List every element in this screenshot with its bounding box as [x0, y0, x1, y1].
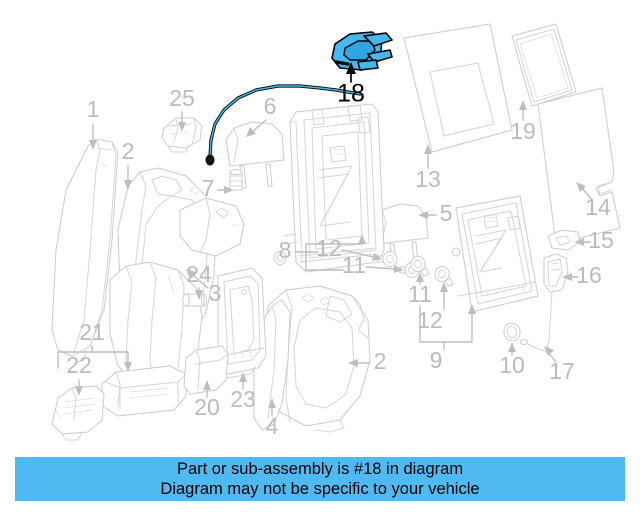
part-latch-16	[543, 253, 569, 293]
notice-banner: Part or sub-assembly is #18 in diagram D…	[15, 457, 625, 501]
callout-18-leader	[346, 62, 356, 83]
notice-line-1: Part or sub-assembly is #18 in diagram	[176, 460, 464, 478]
part-bushing-7	[229, 168, 243, 191]
part-trim-panel-14	[537, 87, 621, 245]
part-seat-back-trim	[179, 197, 245, 257]
highlighted-part-18	[205, 31, 393, 166]
callout-label-7: 7	[202, 175, 215, 201]
part-bushing-24	[182, 293, 208, 307]
callout-label-2a: 2	[122, 138, 135, 164]
part-head-restraint-6	[225, 121, 285, 189]
callout-label-12b: 12	[417, 307, 443, 333]
callout-label-18: 18	[337, 80, 365, 108]
callout-label-23: 23	[230, 386, 256, 412]
part-seat-frame-9	[451, 195, 539, 313]
part-fastener-12a	[377, 251, 398, 267]
callout-label-11b: 11	[408, 281, 432, 307]
callout-label-17: 17	[549, 358, 575, 384]
callout-leaders	[57, 100, 593, 417]
callout-label-19: 19	[510, 118, 536, 144]
part-fastener-11b	[410, 256, 430, 277]
callout-label-2b: 2	[374, 348, 387, 374]
part-seat-back-2b	[263, 285, 371, 433]
callout-label-5: 5	[440, 200, 453, 226]
callout-label-25: 25	[169, 85, 195, 111]
callout-label-15: 15	[588, 227, 614, 253]
part-cable-17	[520, 291, 553, 353]
part-panel-20	[183, 345, 229, 395]
callout-label-4: 4	[266, 413, 279, 439]
part-vent-tray-22	[51, 385, 105, 441]
callout-label-16: 16	[576, 262, 602, 288]
callout-label-20: 20	[194, 394, 220, 420]
callout-label-3: 3	[209, 280, 222, 306]
callout-label-14: 14	[585, 194, 611, 220]
part-washer-10	[503, 322, 521, 342]
notice-line-2: Diagram may not be specific to your vehi…	[160, 480, 480, 498]
callout-label-13: 13	[415, 166, 441, 192]
part-panel-23	[217, 267, 267, 379]
callout-label-24: 24	[186, 261, 212, 287]
part-trim-panel-13	[403, 23, 513, 153]
part-fastener-left-group	[273, 251, 287, 265]
diagram-canvas: 1 2 25 6 7 18 13 19 14 5 15 16 8 12 11 1…	[51, 23, 621, 441]
callout-label-21: 21	[79, 319, 105, 345]
part-frame-19	[511, 23, 577, 107]
part-guide-bezel-25	[161, 117, 203, 153]
part-cover-15	[547, 229, 581, 251]
callout-label-1: 1	[87, 96, 100, 122]
callout-label-6: 6	[264, 93, 277, 119]
callout-label-22: 22	[66, 352, 92, 378]
callout-labels: 1 2 25 6 7 18 13 19 14 5 15 16 8 12 11 1…	[66, 80, 614, 439]
part-side-bolster-1	[51, 138, 119, 363]
part-fastener-12b	[434, 266, 454, 287]
callout-label-8: 8	[279, 237, 292, 263]
callout-label-11a: 11	[342, 252, 366, 278]
callout-label-9: 9	[430, 347, 443, 373]
callout-label-12a: 12	[316, 235, 342, 261]
callout-label-10: 10	[499, 352, 525, 378]
parts-diagram: 1 2 25 6 7 18 13 19 14 5 15 16 8 12 11 1…	[51, 23, 621, 441]
part-seat-base-cushion-21	[101, 365, 187, 417]
